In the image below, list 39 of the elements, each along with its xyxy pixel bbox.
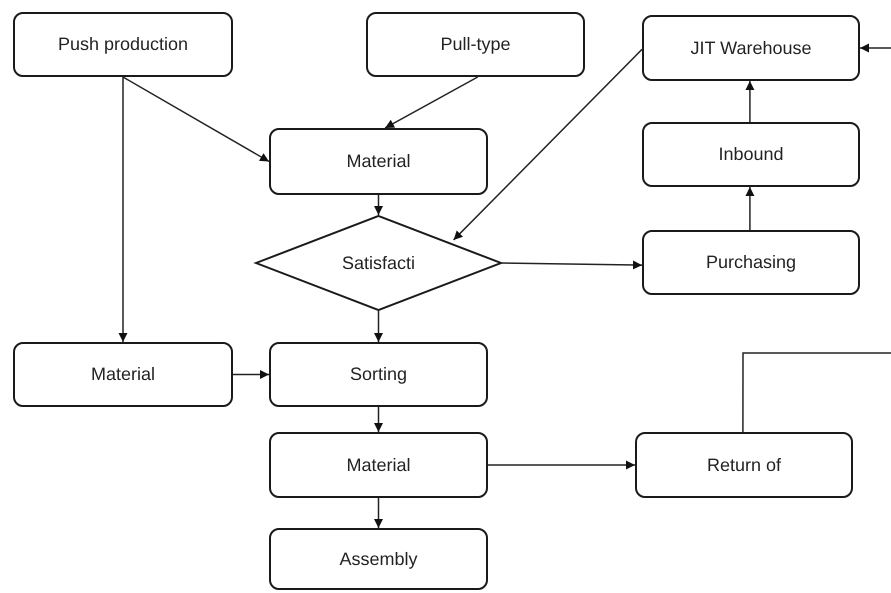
arrow: [488, 460, 635, 470]
node-label: Push production: [58, 34, 188, 55]
arrow: [122, 76, 270, 162]
process-box: [635, 432, 853, 498]
node-label: Return of: [706, 454, 782, 476]
node-label: Inbound: [718, 144, 784, 165]
process-box: [269, 432, 488, 498]
arrow: [745, 81, 754, 122]
node-label: Material: [90, 364, 156, 385]
arrow: [860, 44, 891, 52]
arrow: [745, 187, 754, 230]
arrow: [118, 77, 128, 342]
decision-diamond: [255, 215, 502, 311]
node-label: JIT Warehouse: [690, 38, 812, 58]
process-box: [642, 230, 860, 295]
node-label: Assembly: [339, 548, 418, 570]
arrow: [374, 195, 383, 215]
process-box: [642, 122, 860, 187]
arrow: [374, 311, 383, 342]
connector-line: [742, 352, 891, 432]
process-box: [269, 342, 488, 407]
process-box: [366, 12, 585, 77]
node-label: Sorting: [350, 364, 408, 385]
process-box: [13, 342, 233, 407]
process-box: [13, 12, 233, 77]
node-label: Purchasing: [706, 252, 796, 273]
arrow: [233, 370, 269, 379]
arrow: [384, 76, 478, 129]
process-box: [642, 15, 860, 81]
arrow: [502, 260, 642, 270]
node-label: Satisfacti: [342, 252, 416, 274]
node-label: Pull-type: [440, 34, 511, 55]
process-box: [269, 128, 488, 195]
arrow: [374, 407, 383, 432]
arrow: [374, 498, 383, 528]
process-box: [269, 528, 488, 590]
node-label: Material: [346, 151, 411, 172]
node-label: Material: [346, 454, 411, 476]
arrow: [453, 48, 643, 240]
